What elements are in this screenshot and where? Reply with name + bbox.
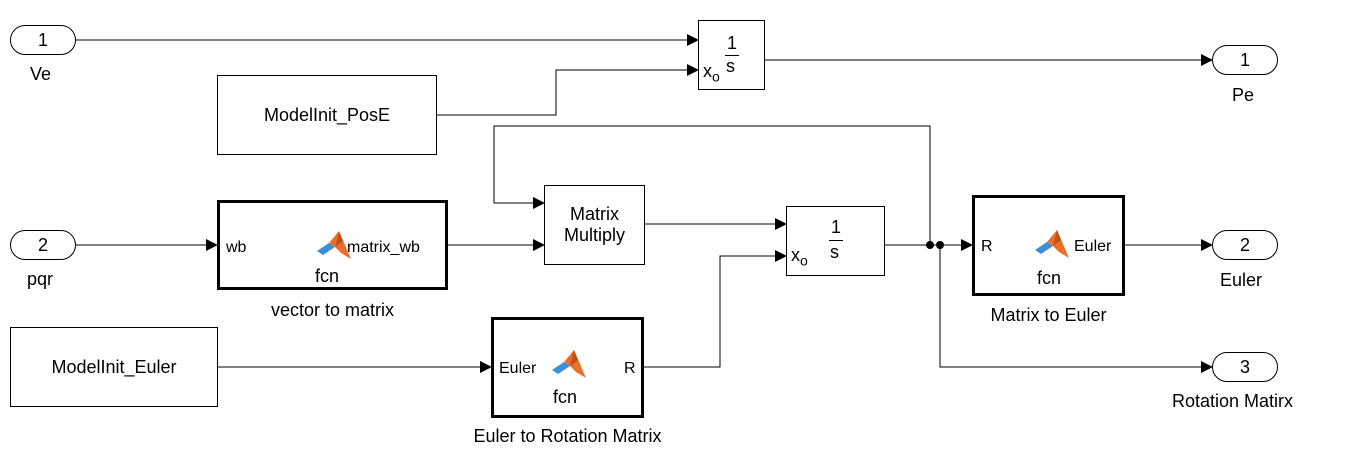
outport-rotation[interactable]: 3 (1212, 352, 1278, 382)
euler2rot-caption: Euler to Rotation Matrix (473, 426, 662, 446)
euler2rot-input-port: Euler (499, 360, 537, 377)
outport-pe[interactable]: 1 (1212, 45, 1278, 75)
integrator-rot-denominator: s (830, 242, 839, 262)
outport-rotation-number: 3 (1239, 356, 1250, 377)
inport-pqr-number: 2 (37, 234, 48, 255)
inport-pqr-label: pqr (27, 269, 54, 289)
inport-ve-label: Ve (30, 64, 52, 84)
matrix-multiply-line1: Matrix (570, 204, 619, 224)
outport-euler-label: Euler (1220, 270, 1263, 290)
integrator-pos-denominator: s (726, 56, 735, 76)
vec2mat-fcn-label: fcn (315, 266, 340, 286)
matrix-multiply-line2: Multiply (563, 225, 625, 245)
line-feedback-to-multiply (493, 125, 931, 245)
mat2euler-output-port: Euler (1074, 238, 1112, 255)
outport-pe-number: 1 (1239, 49, 1250, 70)
branch-point-2 (936, 241, 944, 249)
constant-block-posE[interactable]: ModelInit_PosE (217, 75, 437, 155)
integrator-rot-x0: xo (791, 245, 808, 269)
mat2euler-caption: Matrix to Euler (990, 305, 1107, 325)
matrix-multiply-block[interactable]: Matrix Multiply (544, 185, 645, 265)
integrator-block-rotation[interactable]: xo 1 s (786, 206, 885, 276)
euler2rot-fcn-label: fcn (553, 387, 578, 407)
integrator-pos-numerator: 1 (727, 33, 738, 53)
line-euler2rot-to-integrator-x0 (644, 250, 787, 368)
outport-euler[interactable]: 2 (1212, 230, 1278, 260)
inport-ve-number: 1 (37, 29, 48, 50)
vec2mat-caption: vector to matrix (270, 300, 395, 320)
matlab-logo-icon (317, 231, 351, 259)
line-branch-to-rotation-out (939, 245, 1213, 373)
fcn-block-euler-to-rotation[interactable]: Euler R fcn (491, 317, 644, 418)
outport-euler-number: 2 (1239, 234, 1250, 255)
fcn-block-matrix-to-euler[interactable]: R Euler fcn (972, 195, 1125, 296)
integrator-rot-fraction-bar (829, 240, 843, 241)
inport-ve[interactable]: 1 (10, 25, 76, 55)
line-pose-to-integrator-x0 (437, 64, 699, 116)
inport-pqr[interactable]: 2 (10, 230, 76, 260)
mat2euler-input-port: R (981, 238, 993, 255)
branch-point-1 (926, 241, 934, 249)
constant-block-euler[interactable]: ModelInit_Euler (10, 327, 218, 407)
constant-euler-label: ModelInit_Euler (51, 356, 177, 377)
vec2mat-input-port: wb (226, 239, 247, 256)
matlab-logo-icon (1035, 230, 1069, 258)
integrator-pos-fraction-bar (725, 55, 739, 56)
integrator-rot-numerator: 1 (831, 217, 842, 237)
mat2euler-fcn-label: fcn (1037, 268, 1062, 288)
fcn-block-vector-to-matrix[interactable]: wb matrix_wb fcn (217, 200, 448, 290)
integrator-pos-x0: xo (703, 61, 720, 85)
outport-pe-label: Pe (1232, 85, 1255, 105)
outport-rotation-label: Rotation Matirx (1172, 391, 1294, 411)
euler2rot-output-port: R (624, 360, 636, 377)
constant-posE-label: ModelInit_PosE (263, 104, 391, 125)
vec2mat-output-port: matrix_wb (347, 239, 420, 256)
integrator-block-position[interactable]: xo 1 s (698, 20, 765, 90)
matlab-logo-icon (552, 350, 586, 378)
